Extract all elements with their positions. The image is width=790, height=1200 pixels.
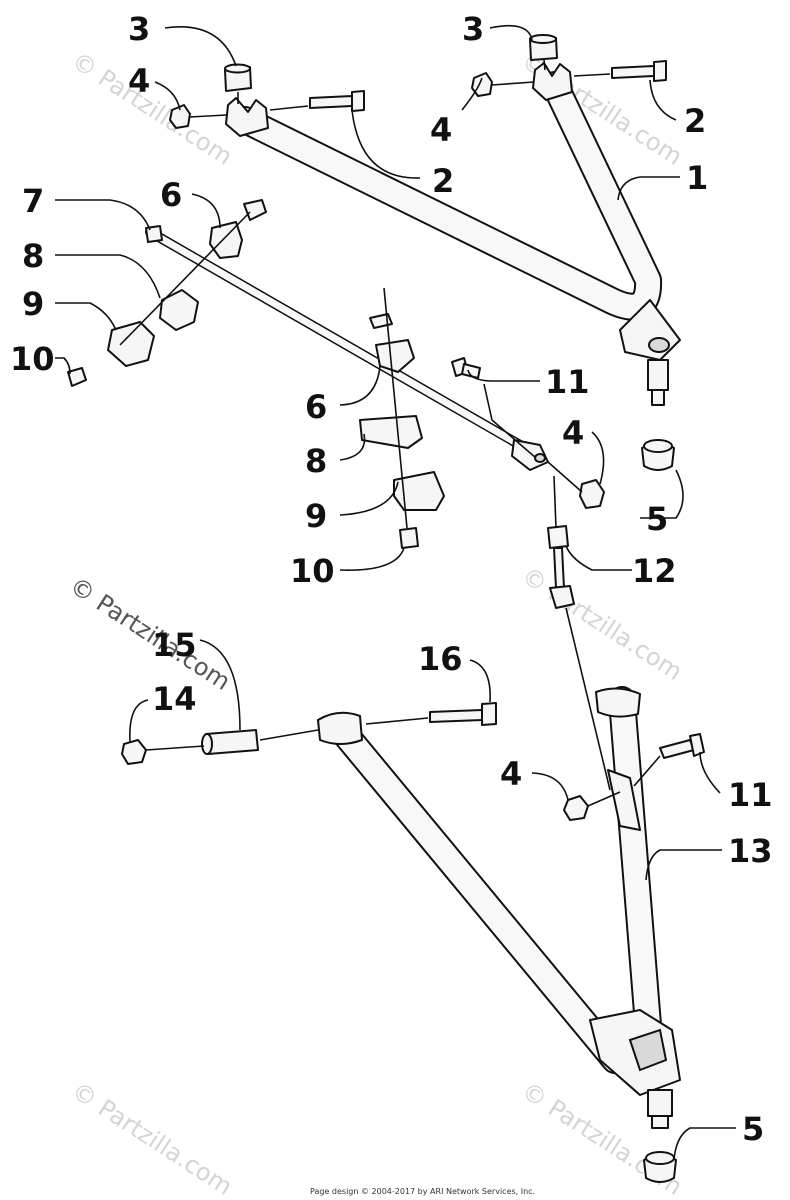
- callout-14: 14: [152, 680, 197, 718]
- stabilizer-bar: [145, 225, 549, 471]
- bushing-clamp-left: [67, 199, 267, 387]
- footer-copyright: Page design © 2004-2017 by ARI Network S…: [310, 1187, 535, 1196]
- callout-1: 1: [686, 159, 708, 197]
- callout-16: 16: [418, 640, 463, 678]
- callout-2-right: 2: [684, 102, 706, 140]
- callout-4-upper-left: 4: [128, 62, 150, 100]
- callout-8-center: 8: [305, 442, 327, 480]
- nut-lower-left: [121, 739, 147, 765]
- nut-lower-arm: [563, 795, 589, 821]
- callout-2-left: 2: [432, 162, 454, 200]
- bushing-clamp-center: [359, 287, 445, 549]
- callout-4-upper-right: 4: [430, 111, 452, 149]
- callout-15: 15: [152, 626, 197, 664]
- watermark-mid-left: © Partzilla.com: [65, 572, 236, 696]
- callout-10-center: 10: [290, 552, 335, 590]
- callout-7: 7: [22, 182, 44, 220]
- watermark-top-left: © Partzilla.com: [67, 47, 238, 171]
- callout-4-lower: 4: [500, 755, 522, 793]
- callout-6-left: 6: [160, 176, 182, 214]
- stabilizer-link: [547, 475, 611, 791]
- callout-12: 12: [632, 552, 677, 590]
- nut-stabilizer: [579, 479, 605, 509]
- callout-8-left: 8: [22, 237, 44, 275]
- nut-upper-left: [169, 104, 191, 129]
- bolt-link-upper: [451, 357, 481, 379]
- bump-stop-lower: [643, 1151, 677, 1183]
- sleeve-right: [529, 34, 558, 61]
- callout-10-left: 10: [10, 340, 55, 378]
- callout-13: 13: [728, 832, 773, 870]
- callout-3-left: 3: [128, 10, 150, 48]
- callout-9-left: 9: [22, 285, 44, 323]
- callout-3-right: 3: [462, 10, 484, 48]
- callout-5-lower: 5: [742, 1110, 764, 1148]
- upper-a-arm: [225, 62, 681, 406]
- bolt-upper-right: [611, 60, 667, 82]
- bolt-upper-left: [309, 90, 365, 112]
- lower-a-arm: [317, 686, 681, 1129]
- sleeve-lower: [201, 729, 259, 755]
- callout-11-lower: 11: [728, 776, 773, 814]
- bolt-link-lower: [659, 733, 705, 759]
- callout-9-center: 9: [305, 497, 327, 535]
- callout-5-upper: 5: [646, 500, 668, 538]
- callout-11-upper: 11: [545, 363, 590, 401]
- callout-4-mid: 4: [562, 414, 584, 452]
- sleeve-left: [224, 63, 252, 92]
- callout-numbers: 3 3 4 4 2 2 1 7 6 8 9 10 11 4 5 6 8 9 10…: [10, 10, 773, 1148]
- bump-stop-upper: [641, 439, 675, 471]
- callout-6-center: 6: [305, 388, 327, 426]
- watermark-bottom-left: © Partzilla.com: [67, 1077, 238, 1200]
- bolt-lower: [429, 702, 497, 726]
- leader-lines: [55, 24, 736, 1161]
